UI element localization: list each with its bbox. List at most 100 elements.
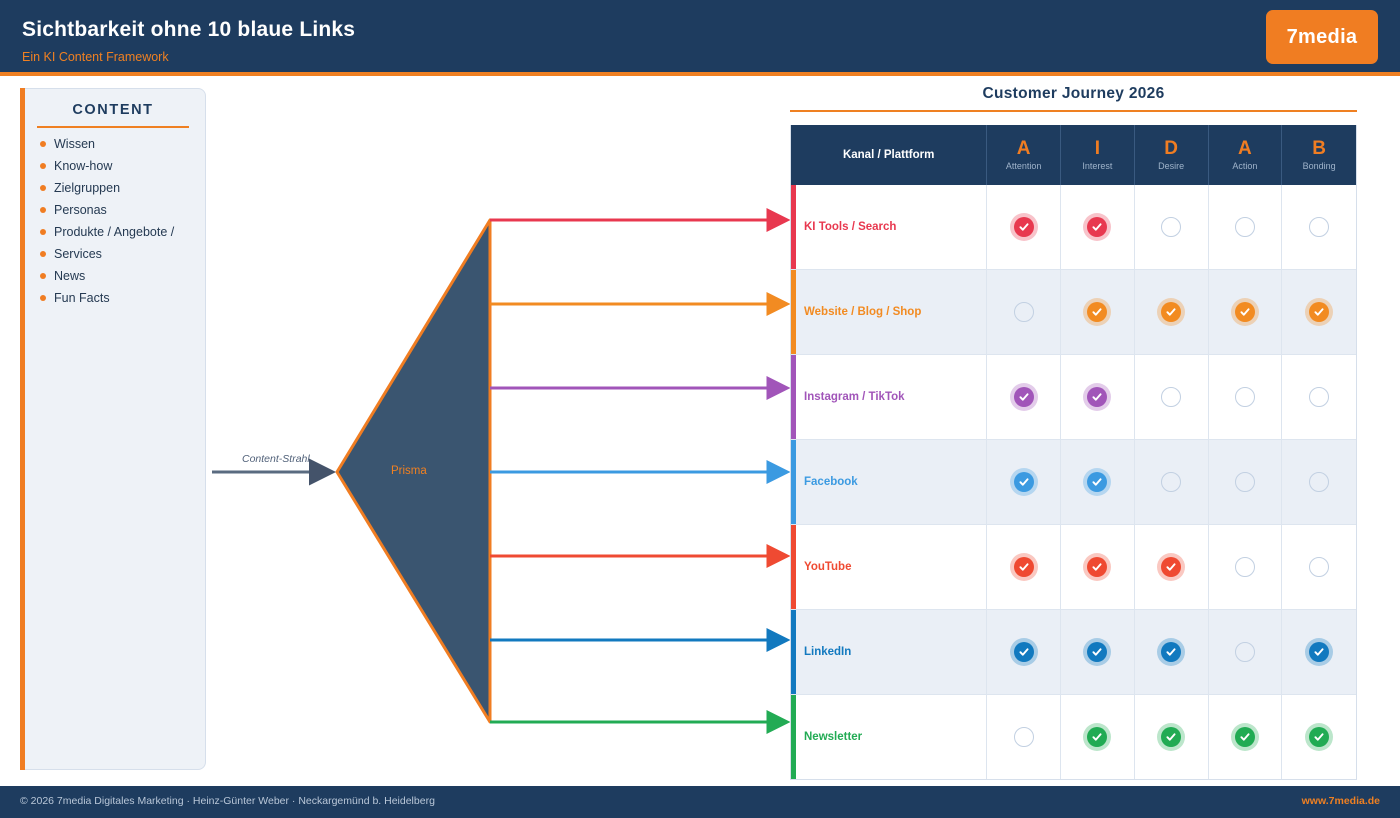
stage-cell[interactable] <box>1209 355 1283 439</box>
sidebar-item-label: Produkte / Angebote / <box>54 225 175 239</box>
bullet-icon <box>40 207 46 213</box>
stage-cell[interactable] <box>987 610 1062 694</box>
brand-logo[interactable]: 7media <box>1266 10 1378 64</box>
check-icon <box>1305 638 1334 666</box>
stage-cell[interactable] <box>1209 185 1283 269</box>
stage-cell[interactable] <box>1135 270 1209 354</box>
page-subtitle: Ein KI Content Framework <box>22 50 169 64</box>
sidebar-item[interactable]: Know-how <box>34 155 206 177</box>
stage-cell[interactable] <box>987 525 1062 609</box>
sidebar-item[interactable]: Produkte / Angebote / <box>34 221 206 243</box>
page-title: Sichtbarkeit ohne 10 blaue Links <box>22 18 356 41</box>
stage-cell[interactable] <box>987 440 1062 524</box>
check-icon <box>1157 553 1186 581</box>
empty-circle-icon <box>1013 727 1034 747</box>
stage-cell[interactable] <box>1061 355 1135 439</box>
footer-website-link[interactable]: www.7media.de <box>1301 795 1380 807</box>
empty-circle-icon <box>1234 217 1255 237</box>
sidebar-item[interactable]: Services <box>34 243 206 265</box>
footer-copyright: © 2026 7media Digitales Marketing · Hein… <box>20 795 435 807</box>
empty-circle-icon <box>1161 387 1182 407</box>
stage-cell[interactable] <box>1135 610 1209 694</box>
table-row: LinkedIn <box>791 609 1356 694</box>
stage-cell[interactable] <box>1282 185 1356 269</box>
stage-letter: B <box>1312 137 1326 159</box>
channel-name-cell: Newsletter <box>791 695 988 779</box>
panel-title: Customer Journey 2026 <box>982 85 1165 102</box>
check-icon <box>1230 298 1259 326</box>
stage-cell[interactable] <box>1282 525 1356 609</box>
stage-word: Attention <box>1005 160 1042 171</box>
sidebar-item-label: Know-how <box>54 159 113 173</box>
customer-journey-panel: Customer Journey 2026 Kanal / Plattform … <box>790 84 1357 780</box>
app-header: Sichtbarkeit ohne 10 blaue Links Ein KI … <box>0 0 1400 76</box>
stage-word: Interest <box>1082 160 1113 171</box>
stage-word: Action <box>1232 160 1258 171</box>
stage-cell[interactable] <box>1209 695 1283 779</box>
empty-circle-icon <box>1161 472 1182 492</box>
sidebar-item[interactable]: Zielgruppen <box>34 177 206 199</box>
check-icon <box>1083 383 1112 411</box>
stage-cell[interactable] <box>1061 185 1135 269</box>
empty-circle-icon <box>1234 472 1255 492</box>
check-icon <box>1157 638 1186 666</box>
channel-name-cell: YouTube <box>791 525 988 609</box>
sidebar-item[interactable]: Fun Facts <box>34 287 206 309</box>
stage-cell[interactable] <box>1282 695 1356 779</box>
stage-cell[interactable] <box>1209 525 1283 609</box>
sidebar-item[interactable]: News <box>34 265 206 287</box>
sidebar-item-label: Fun Facts <box>54 291 110 305</box>
stage-cell[interactable] <box>1209 270 1283 354</box>
check-icon <box>1083 723 1112 751</box>
stage-cell[interactable] <box>1061 695 1135 779</box>
empty-circle-icon <box>1309 557 1330 577</box>
panel-divider <box>790 110 1357 112</box>
check-icon <box>1083 213 1112 241</box>
stage-cell[interactable] <box>1061 610 1135 694</box>
bullet-icon <box>40 273 46 279</box>
table-row: Facebook <box>791 439 1356 524</box>
stage-cell[interactable] <box>1135 525 1209 609</box>
row-accent-bar <box>791 610 796 694</box>
row-accent-bar <box>791 355 796 439</box>
stage-cell[interactable] <box>1135 695 1209 779</box>
stage-cell[interactable] <box>1209 440 1283 524</box>
sidebar-item-label: Personas <box>54 203 107 217</box>
stage-cell[interactable] <box>1209 610 1283 694</box>
check-icon <box>1305 723 1334 751</box>
stage-cell[interactable] <box>1282 440 1356 524</box>
check-icon <box>1009 213 1038 241</box>
stage-cell[interactable] <box>987 185 1062 269</box>
check-icon <box>1083 638 1112 666</box>
check-icon <box>1157 298 1186 326</box>
stage-cell[interactable] <box>1061 270 1135 354</box>
stage-cell[interactable] <box>1135 185 1209 269</box>
stage-cell[interactable] <box>987 355 1062 439</box>
stage-cell[interactable] <box>1135 355 1209 439</box>
stage-cell[interactable] <box>1282 610 1356 694</box>
sidebar-item[interactable]: Personas <box>34 199 206 221</box>
row-accent-bar <box>791 525 796 609</box>
column-header-channel: Kanal / Plattform <box>791 125 988 185</box>
empty-circle-icon <box>1309 217 1330 237</box>
table-row: Instagram / TikTok <box>791 354 1356 439</box>
stage-cell[interactable] <box>987 695 1062 779</box>
check-icon <box>1009 468 1038 496</box>
stage-cell[interactable] <box>1282 270 1356 354</box>
row-accent-bar <box>791 185 796 269</box>
stage-cell[interactable] <box>1061 525 1135 609</box>
stage-cell[interactable] <box>987 270 1062 354</box>
stage-cell[interactable] <box>1282 355 1356 439</box>
sidebar-accent-bar <box>20 88 25 770</box>
stage-cell[interactable] <box>1135 440 1209 524</box>
sidebar-item[interactable]: Wissen <box>34 133 206 155</box>
check-icon <box>1083 553 1112 581</box>
app-footer: © 2026 7media Digitales Marketing · Hein… <box>0 786 1400 818</box>
bullet-icon <box>40 295 46 301</box>
stage-cell[interactable] <box>1061 440 1135 524</box>
